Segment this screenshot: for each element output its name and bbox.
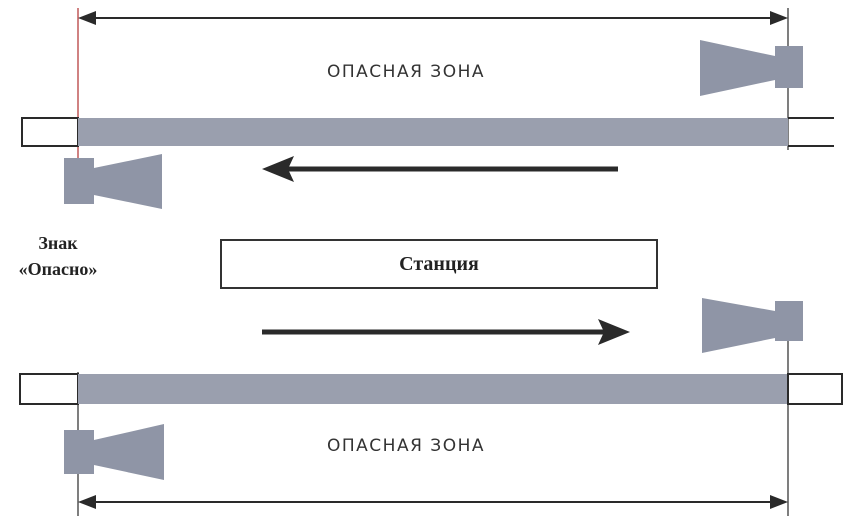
- top-zone-dimension-arrow-right: [770, 11, 788, 25]
- direction-arrow-left-icon: [262, 156, 618, 182]
- danger-sign-caption: Знак «Опасно»: [6, 230, 110, 282]
- bottom-track-danger-section: [78, 374, 788, 404]
- danger-sign-icon-bottom-left: [64, 424, 164, 480]
- bottom-zone-dimension-arrow-right: [770, 495, 788, 509]
- danger-sign-horn: [700, 40, 775, 96]
- bottom-track: [19, 373, 843, 405]
- top-zone-dimension-arrow-left: [78, 11, 96, 25]
- top-track-left-stub: [21, 117, 79, 147]
- direction-arrow-right-icon: [262, 319, 630, 345]
- danger-sign-icon-top-left: [64, 154, 162, 209]
- danger-sign-horn: [702, 298, 775, 353]
- danger-sign-icon-bottom-right: [702, 298, 803, 353]
- bottom-danger-zone-label: ОПАСНАЯ ЗОНА: [327, 436, 485, 456]
- station-box: Станция: [220, 239, 658, 289]
- bottom-zone-dimension: [78, 495, 788, 509]
- station-label: Станция: [399, 252, 479, 275]
- top-zone-dimension: [78, 11, 788, 25]
- danger-sign-caption-line2: «Опасно»: [18, 259, 98, 279]
- danger-sign-body: [64, 158, 94, 204]
- bottom-track-right-stub: [787, 373, 843, 405]
- danger-sign-caption-line1: Знак: [38, 233, 78, 253]
- bottom-zone-dimension-arrow-left: [78, 495, 96, 509]
- top-track-danger-section: [78, 118, 788, 146]
- danger-sign-horn: [94, 154, 162, 209]
- top-danger-zone-label: ОПАСНАЯ ЗОНА: [327, 62, 485, 82]
- danger-sign-body: [64, 430, 94, 474]
- bottom-track-left-stub: [19, 373, 79, 405]
- danger-sign-horn: [94, 424, 164, 480]
- danger-sign-body: [775, 301, 803, 341]
- top-track: [21, 117, 834, 147]
- danger-sign-body: [775, 46, 803, 88]
- danger-sign-icon-top-right: [700, 40, 803, 96]
